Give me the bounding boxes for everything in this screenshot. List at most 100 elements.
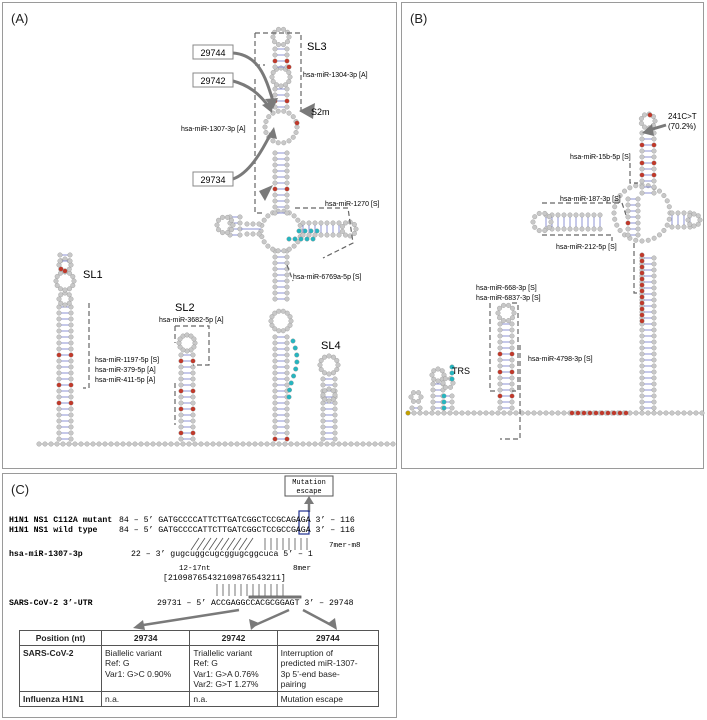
nucleotide <box>497 305 503 311</box>
nucleotide <box>174 441 180 447</box>
nucleotide <box>318 358 324 364</box>
nucleotide <box>429 410 435 416</box>
nucleotide <box>509 339 515 345</box>
nucleotide <box>633 410 639 416</box>
nucleotide <box>410 390 416 396</box>
mutation-freq: (70.2%) <box>668 122 696 131</box>
nucleotide <box>269 74 275 80</box>
m212-dashed <box>542 234 613 241</box>
nucleotide <box>272 204 278 210</box>
nucleotide <box>276 308 282 314</box>
nucleotide <box>639 294 645 300</box>
nucleotide <box>67 252 73 258</box>
nucleotide <box>272 284 278 290</box>
nucleotide <box>441 410 447 416</box>
nucleotide <box>276 26 282 32</box>
nucleotide <box>699 410 705 416</box>
nucleotide <box>497 321 503 327</box>
nucleotide <box>465 410 471 416</box>
ann-8mer: 8mer <box>293 565 311 573</box>
nucleotide <box>639 369 645 375</box>
numbering: [21098765432109876543211] <box>163 573 286 583</box>
nucleotide <box>293 366 299 372</box>
nucleotide <box>168 441 174 447</box>
nucleotide <box>501 302 507 308</box>
nucleotide <box>449 393 455 399</box>
nucleotide <box>581 410 587 416</box>
table-header-row: Position (nt) 29734 29742 29744 <box>19 629 380 647</box>
nucleotide <box>447 410 453 416</box>
seq-wt-label: H1N1 NS1 wild type <box>9 525 98 535</box>
panel-b-label: (B) <box>410 11 428 26</box>
nucleotide <box>639 363 645 369</box>
nucleotide <box>210 441 216 447</box>
nucleotide <box>62 287 68 293</box>
nucleotide <box>57 252 63 258</box>
pairing-diagonal <box>202 537 212 551</box>
nucleotide <box>639 136 645 142</box>
nucleotide <box>449 370 455 376</box>
nucleotide <box>669 224 675 230</box>
nucleotide <box>272 406 278 412</box>
nucleotide <box>192 441 198 447</box>
nucleotide <box>651 166 657 172</box>
nucleotide <box>320 392 326 398</box>
nucleotide <box>320 418 326 424</box>
nucleotide <box>286 69 292 75</box>
nucleotide <box>546 224 552 230</box>
nucleotide <box>548 219 554 225</box>
nucleotide <box>48 441 54 447</box>
nucleotide <box>320 376 326 382</box>
nucleotide <box>295 217 301 223</box>
nucleotide <box>284 180 290 186</box>
nucleotide <box>276 328 282 334</box>
nucleotide <box>56 322 62 328</box>
nucleotide <box>56 400 62 406</box>
nucleotide <box>284 310 290 316</box>
cell-line: 3p 5’-end base- <box>280 668 340 679</box>
nucleotide <box>639 282 645 288</box>
variant-table: Position (nt) 29734 29742 29744 SARS-CoV… <box>19 629 380 708</box>
m4798-dashed <box>500 345 521 440</box>
nucleotide <box>532 224 538 230</box>
nucleotide <box>536 210 542 216</box>
table-row-sarscov2: SARS-CoV-2 Biallelic variant Ref: G Var1… <box>19 645 380 692</box>
nucleotide <box>272 412 278 418</box>
nucleotide <box>625 220 631 226</box>
header-position: Position (nt) <box>19 629 102 647</box>
nucleotide <box>639 375 645 381</box>
nucleotide <box>68 406 74 412</box>
nucleotide <box>56 352 62 358</box>
nucleotide <box>284 412 290 418</box>
nucleotide <box>405 410 411 416</box>
nucleotide <box>372 441 378 447</box>
nucleotide <box>639 190 645 196</box>
pairing-diagonal <box>196 537 206 551</box>
nucleotide <box>244 231 250 237</box>
m3682-label: hsa-miR-3682-5p [A] <box>159 317 224 324</box>
nucleotide <box>114 441 120 447</box>
nucleotide <box>681 410 687 416</box>
nucleotide <box>351 222 357 228</box>
nucleotide <box>509 333 515 339</box>
nucleotide <box>244 221 250 227</box>
nucleotide <box>269 322 275 328</box>
nucleotide <box>284 29 290 35</box>
nucleotide <box>228 441 234 447</box>
nucleotide <box>639 166 645 172</box>
nucleotide <box>332 418 338 424</box>
nucleotide <box>625 226 631 232</box>
nucleotide <box>449 405 455 411</box>
nucleotide <box>294 359 300 365</box>
nucleotide <box>625 214 631 220</box>
nucleotide <box>497 339 503 345</box>
panel-a-label: (A) <box>11 11 29 26</box>
nucleotide <box>360 441 366 447</box>
nucleotide <box>284 400 290 406</box>
nucleotide <box>633 183 639 189</box>
nucleotide <box>286 78 292 84</box>
nucleotide <box>126 441 132 447</box>
nucleotide <box>573 226 579 232</box>
nucleotide <box>651 351 657 357</box>
panel-b: (B) 241C>T (70.2%) hsa-miR-15b-5p [S] hs… <box>401 2 705 469</box>
